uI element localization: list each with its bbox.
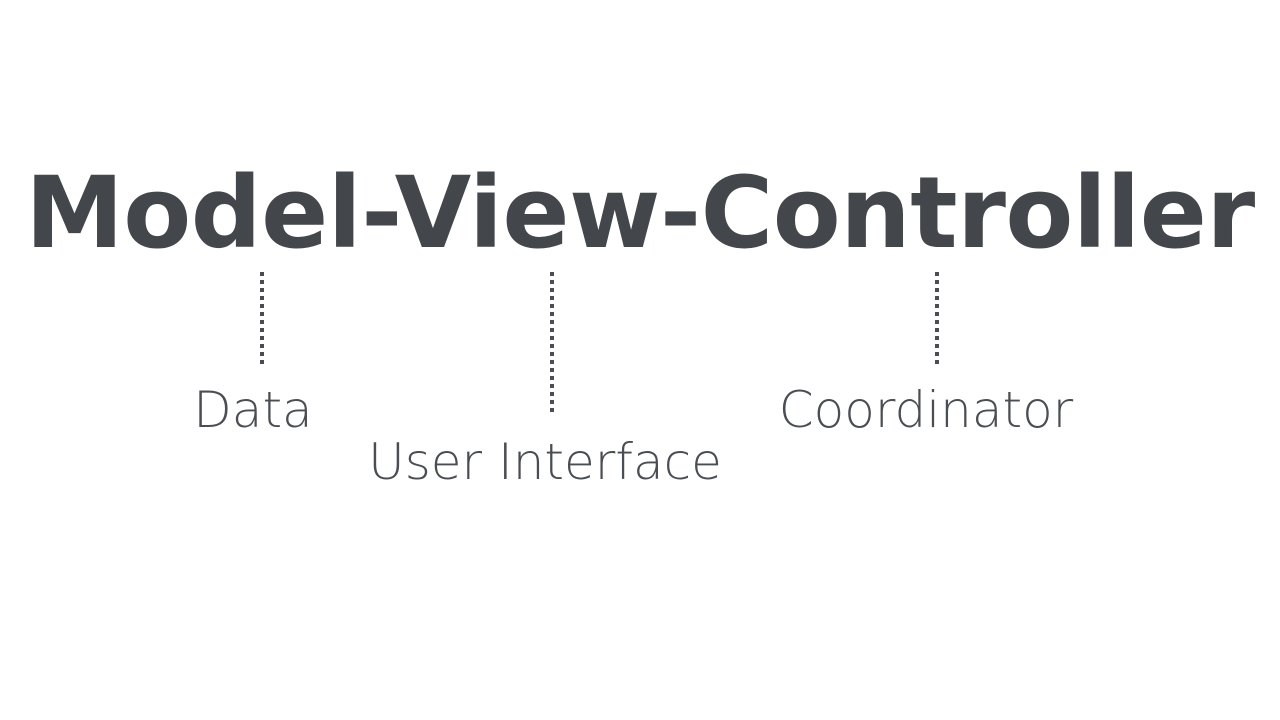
annotation-label-view: User Interface [368, 433, 722, 491]
annotation-label-controller: Coordinator [778, 381, 1074, 439]
page-title: Model-View-Controller [25, 156, 1255, 271]
connector-line-model [260, 272, 264, 366]
connector-line-controller [935, 272, 939, 366]
connector-line-view [550, 272, 554, 416]
annotation-label-model: Data [193, 381, 313, 439]
